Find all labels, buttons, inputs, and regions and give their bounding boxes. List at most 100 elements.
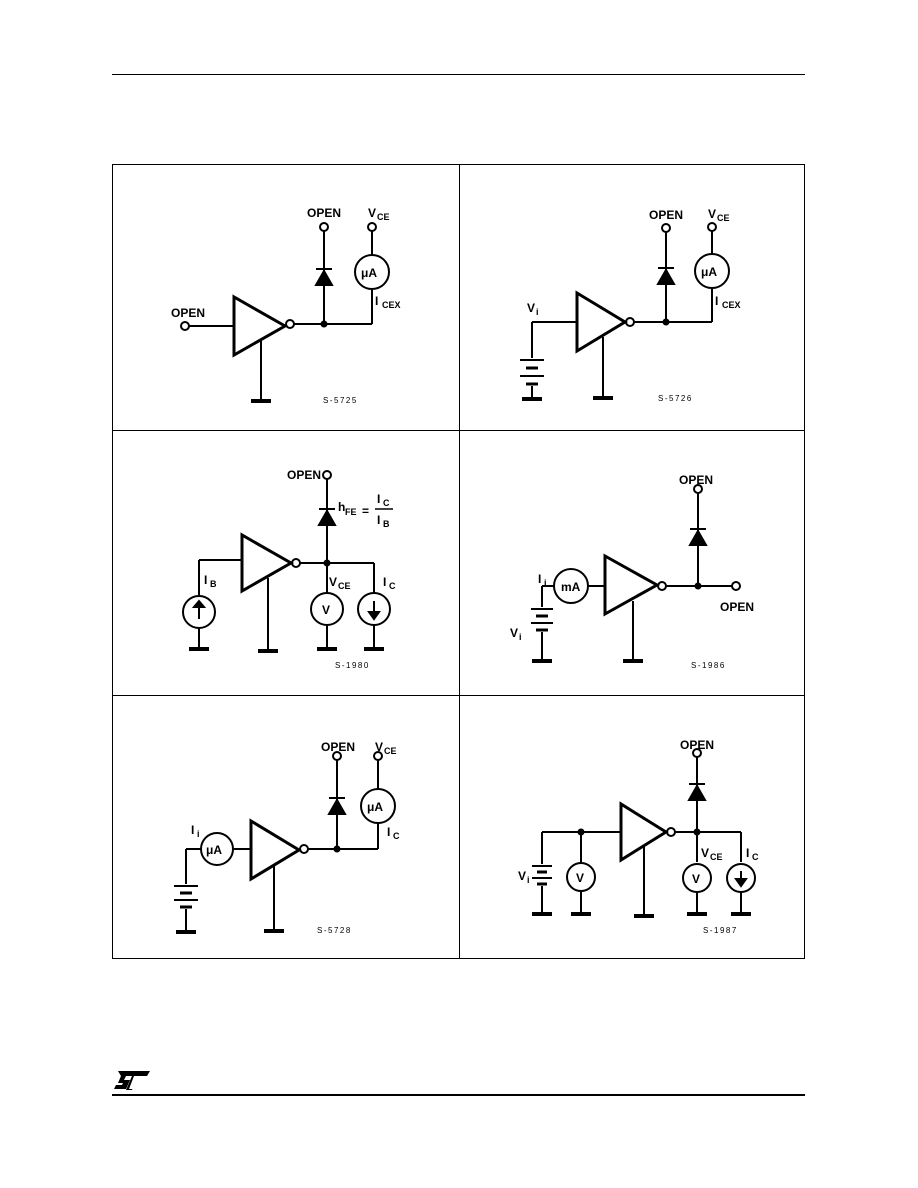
voltmeter-label: V	[322, 603, 330, 617]
label-vce-sub: CE	[338, 581, 351, 591]
label-ii-sub: i	[197, 829, 200, 839]
inverter-bubble	[657, 581, 667, 591]
label-vce: V	[368, 206, 376, 220]
inverter-gate	[575, 290, 628, 354]
vce-terminal	[367, 222, 377, 232]
diode	[317, 508, 337, 526]
label-open-top: OPEN	[649, 208, 683, 222]
open-terminal-left	[180, 321, 190, 331]
figure-code: S-5726	[658, 394, 693, 403]
vmeter-out-label: V	[692, 872, 700, 886]
panel-6: OPEN V V CE I C	[460, 696, 806, 961]
label-ic-sub: C	[393, 831, 400, 841]
diode	[656, 267, 676, 285]
panel-5: OPEN V CE μA I C μA I i	[113, 696, 459, 961]
label-icex-sub: CEX	[382, 300, 401, 310]
label-vce: V	[701, 846, 709, 860]
label-hfe-sub: FE	[345, 507, 357, 517]
panel-1: OPEN OPEN μA V CE I CEX S-5725	[113, 165, 459, 430]
meter-label: μA	[361, 266, 377, 280]
inverter-bubble	[285, 319, 295, 329]
current-arrowhead-ic	[367, 611, 381, 621]
circuit-2: V i OPEN μA	[520, 207, 741, 403]
label-vce-sub: CE	[384, 746, 397, 756]
label-open-top: OPEN	[307, 206, 341, 220]
label-equals: =	[362, 504, 369, 518]
inverter-gate	[603, 553, 661, 617]
current-arrowhead-ib	[191, 599, 207, 608]
label-vi-sub: i	[536, 307, 539, 317]
circuit-5: OPEN V CE μA I C μA I i	[174, 740, 400, 935]
grid-divider-horizontal-1	[113, 430, 804, 431]
label-open-top: OPEN	[321, 740, 355, 754]
label-ic-num: I	[377, 492, 380, 506]
grid-divider-horizontal-2	[113, 695, 804, 696]
grid-divider-vertical	[459, 165, 460, 958]
circuit-4: OPEN OPEN mA I i	[510, 473, 754, 670]
open-terminal-top	[319, 222, 329, 232]
label-vce: V	[329, 575, 337, 589]
label-open-right: OPEN	[720, 600, 754, 614]
meter-out-label: μA	[367, 800, 383, 814]
figure-code: S-1986	[691, 661, 726, 670]
junction	[694, 582, 702, 590]
label-vce-sub: CE	[717, 213, 730, 223]
label-ib: I	[204, 573, 207, 587]
label-ic-sub: C	[389, 581, 396, 591]
label-ii: I	[538, 572, 541, 586]
label-ii-sub: i	[544, 578, 547, 588]
figure-code: S-1980	[335, 661, 370, 670]
label-vi: V	[527, 301, 535, 315]
diode	[327, 797, 347, 815]
current-arrowhead-ic	[734, 878, 748, 888]
label-open-top: OPEN	[287, 468, 321, 482]
open-terminal-right	[731, 581, 741, 591]
label-ib-den-sub: B	[383, 519, 390, 529]
open-terminal-top	[322, 470, 332, 480]
label-ic-sub: C	[752, 852, 759, 862]
label-ic: I	[746, 846, 749, 860]
label-vi-sub: i	[527, 875, 530, 885]
vmeter-in-label: V	[576, 871, 584, 885]
label-ib-sub: B	[210, 579, 217, 589]
label-open-top: OPEN	[680, 738, 714, 752]
label-icex-sub: CEX	[722, 300, 741, 310]
diode	[314, 268, 334, 286]
label-ii: I	[191, 823, 194, 837]
vce-terminal	[707, 222, 717, 232]
figure-code: S-1987	[703, 926, 738, 935]
label-vce-sub: CE	[377, 212, 390, 222]
st-logo-icon: ST	[114, 1071, 150, 1090]
open-terminal-top	[661, 223, 671, 233]
circuit-3: OPEN h FE = I C I B I B	[182, 468, 396, 670]
label-open-top: OPEN	[679, 473, 713, 487]
junction	[333, 845, 341, 853]
test-circuit-grid: OPEN OPEN μA V CE I CEX S-5725	[112, 164, 805, 959]
circuit-1: OPEN OPEN μA V CE I CEX S-5725	[171, 206, 401, 405]
diode	[688, 528, 708, 546]
label-vce-sub: CE	[710, 852, 723, 862]
label-icex: I	[375, 294, 378, 308]
label-hfe: h	[338, 500, 345, 514]
meter-label: μA	[701, 265, 717, 279]
header-rule	[112, 74, 805, 75]
battery	[520, 359, 544, 386]
panel-3: OPEN h FE = I C I B I B	[113, 431, 459, 696]
label-vce: V	[375, 740, 383, 754]
label-ic-num-sub: C	[383, 498, 390, 508]
battery	[531, 608, 553, 632]
label-icex: I	[715, 294, 718, 308]
battery	[174, 885, 198, 909]
figure-code: S-5725	[323, 396, 358, 405]
inverter-bubble	[299, 844, 309, 854]
label-ic: I	[387, 825, 390, 839]
panel-2: V i OPEN μA	[460, 165, 806, 430]
label-vce: V	[708, 207, 716, 221]
label-vi: V	[510, 626, 518, 640]
meter-in-label: μA	[206, 843, 222, 857]
battery	[532, 865, 552, 886]
figure-code: S-5728	[317, 926, 352, 935]
meter-label: mA	[561, 580, 581, 594]
diode	[687, 783, 707, 801]
label-ic: I	[383, 575, 386, 589]
